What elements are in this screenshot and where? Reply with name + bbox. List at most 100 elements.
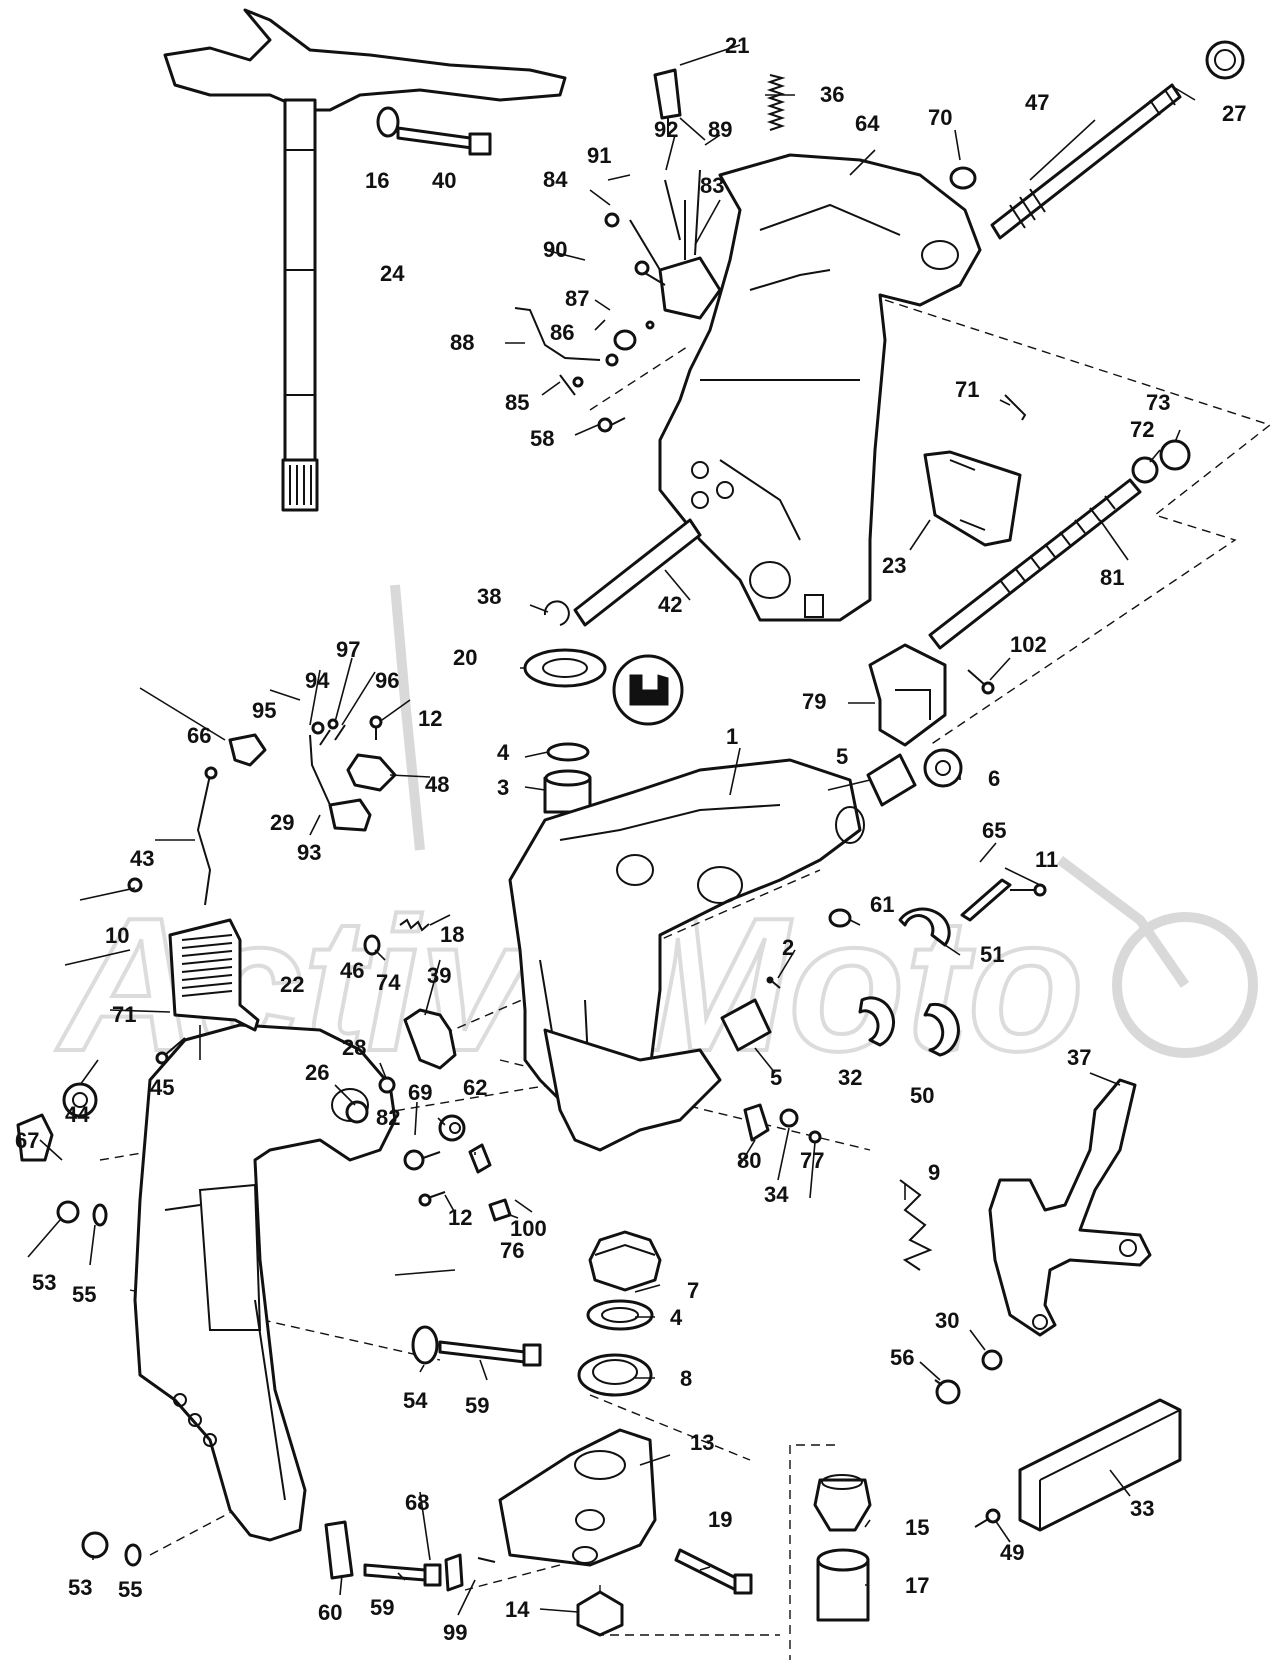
- callout-96: 96: [375, 668, 399, 693]
- callout-48: 48: [425, 772, 449, 797]
- callout-1: 1: [726, 724, 738, 749]
- screw-76: [488, 1198, 512, 1222]
- callout-60: 60: [318, 1600, 342, 1625]
- callout-84: 84: [543, 167, 568, 192]
- washer-55-top: [92, 1203, 108, 1227]
- lubricant-symbol: [612, 654, 684, 726]
- cover-22: [168, 918, 260, 1032]
- callout-7: 7: [687, 1278, 699, 1303]
- bushing-50: [923, 1002, 960, 1057]
- callout-102: 102: [1010, 632, 1047, 657]
- callout-51: 51: [980, 942, 1004, 967]
- callout-85: 85: [505, 390, 529, 415]
- pin-99: [477, 1557, 496, 1563]
- screw-77: [808, 1130, 822, 1144]
- callout-59: 59: [465, 1393, 489, 1418]
- screw-12-bottom: [418, 1191, 446, 1207]
- callout-38: 38: [477, 584, 501, 609]
- screw-26: [345, 1100, 369, 1124]
- pad-23: [923, 450, 1022, 547]
- washer-54: [411, 1325, 439, 1365]
- callout-27: 27: [1222, 101, 1246, 126]
- callout-77: 77: [800, 1148, 824, 1173]
- callout-18: 18: [440, 922, 464, 947]
- washer-6: [923, 748, 963, 788]
- callout-17: 17: [905, 1573, 929, 1598]
- spring-18: [399, 918, 430, 932]
- callout-93: 93: [297, 840, 321, 865]
- spring-9: [899, 1179, 933, 1271]
- plate-60: [324, 1520, 354, 1580]
- callout-68: 68: [405, 1490, 429, 1515]
- callout-14: 14: [505, 1597, 530, 1622]
- callout-33: 33: [1130, 1496, 1154, 1521]
- callout-55: 55: [118, 1577, 142, 1602]
- lever-80: [743, 1103, 770, 1142]
- callout-12: 12: [418, 706, 442, 731]
- bushing-5-bottom: [720, 998, 772, 1052]
- callout-23: 23: [882, 553, 906, 578]
- callout-26: 26: [305, 1060, 329, 1085]
- callout-40: 40: [432, 168, 456, 193]
- callout-53: 53: [32, 1270, 56, 1295]
- nut-30: [981, 1349, 1003, 1371]
- screw-12-top: [369, 715, 383, 740]
- bearing-4-top: [546, 742, 590, 762]
- stern-bracket-1: [508, 758, 865, 1152]
- tilt-switch-harness: [514, 169, 722, 396]
- screw-56: [934, 1379, 961, 1405]
- callout-71: 71: [955, 377, 979, 402]
- screw-49: [974, 1508, 1001, 1528]
- callout-54: 54: [403, 1388, 428, 1413]
- callout-6: 6: [988, 766, 1000, 791]
- callout-79: 79: [802, 689, 826, 714]
- nut-27: [1205, 40, 1245, 80]
- callout-39: 39: [427, 963, 451, 988]
- callout-5: 5: [836, 744, 848, 769]
- washer-55-bottom: [124, 1543, 142, 1567]
- callout-32: 32: [838, 1065, 862, 1090]
- plate-68: [444, 1553, 464, 1592]
- washer-72: [1131, 456, 1159, 484]
- callout-65: 65: [982, 818, 1006, 843]
- callout-21: 21: [725, 33, 749, 58]
- tilt-tube-47: [990, 83, 1182, 240]
- callout-91: 91: [587, 143, 611, 168]
- callout-19: 19: [708, 1507, 732, 1532]
- screw-82: [403, 1149, 441, 1171]
- callout-30: 30: [935, 1308, 959, 1333]
- callout-11: 11: [1035, 847, 1058, 872]
- callout-47: 47: [1025, 90, 1049, 115]
- spacer-17: [816, 1548, 870, 1622]
- callout-83: 83: [700, 173, 724, 198]
- bolt-19: [674, 1548, 753, 1595]
- thrust-washer-20: [523, 648, 607, 688]
- callout-46: 46: [340, 958, 364, 983]
- pin-42: [573, 518, 702, 627]
- callout-95: 95: [252, 698, 276, 723]
- callout-97: 97: [336, 637, 360, 662]
- retaining-clip-38: [543, 600, 570, 626]
- bolt-59-top: [438, 1340, 542, 1367]
- screw-71-top: [1004, 394, 1027, 421]
- callout-72: 72: [1130, 417, 1154, 442]
- bearing-4-bottom: [586, 1299, 654, 1331]
- callout-42: 42: [658, 592, 682, 617]
- callout-8: 8: [680, 1366, 692, 1391]
- callout-55: 55: [72, 1282, 96, 1307]
- callout-45: 45: [150, 1075, 174, 1100]
- clamp-66: [228, 733, 267, 767]
- callout-49: 49: [1000, 1540, 1024, 1565]
- callout-88: 88: [450, 330, 474, 355]
- callout-29: 29: [270, 810, 294, 835]
- washer-34: [779, 1108, 799, 1128]
- callout-100: 100: [510, 1216, 547, 1241]
- callout-15: 15: [905, 1515, 929, 1540]
- block-33: [1018, 1398, 1182, 1532]
- nut-14: [576, 1590, 624, 1637]
- callout-24: 24: [380, 261, 405, 286]
- callout-70: 70: [928, 105, 952, 130]
- callout-74: 74: [376, 970, 401, 995]
- trim-sender-93: [309, 718, 372, 832]
- swivel-bracket-64: [658, 153, 982, 622]
